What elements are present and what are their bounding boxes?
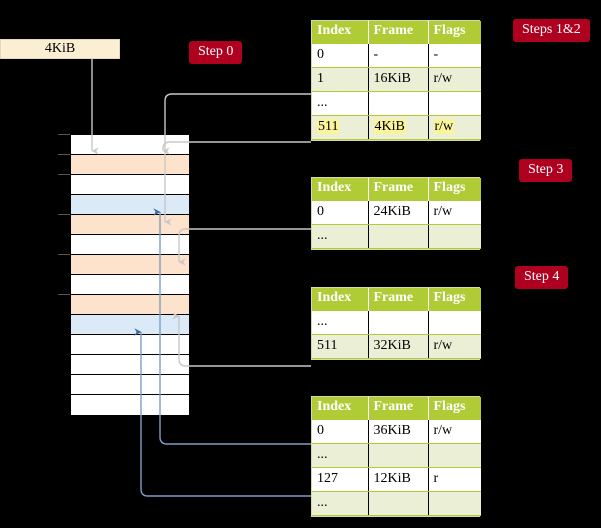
page-table-cell-index: ... bbox=[312, 490, 369, 516]
table-row: ... bbox=[312, 90, 481, 116]
page-table-cell-flags: r bbox=[428, 466, 481, 492]
memory-cell bbox=[71, 155, 189, 175]
page-table-cell-frame bbox=[368, 442, 429, 468]
column-header-frame: Frame bbox=[368, 178, 429, 200]
page-table-cell-flags bbox=[428, 223, 481, 249]
page-table-cell-flags: r/w bbox=[428, 114, 481, 140]
memory-tick-mark bbox=[58, 174, 70, 175]
page-table-cell-index: 0 bbox=[312, 42, 369, 68]
table-row: 0-- bbox=[312, 42, 481, 68]
column-header-flags: Flags bbox=[428, 21, 481, 43]
source-frame-label: 4KiB bbox=[44, 41, 76, 56]
page-table-cell-index: ... bbox=[312, 90, 369, 116]
memory-cell bbox=[71, 175, 189, 195]
column-header-index: Index bbox=[312, 21, 369, 43]
page-table-cell-index: 511 bbox=[312, 114, 369, 140]
page-table-cell-index: 0 bbox=[312, 199, 369, 225]
page-table-cell-index: 511 bbox=[312, 333, 369, 359]
page-table-cell-index: 1 bbox=[312, 66, 369, 92]
page-table-cell-frame bbox=[368, 490, 429, 516]
page-table-cell-index: ... bbox=[312, 223, 369, 249]
page-table-cell-flags bbox=[428, 309, 481, 335]
badge-step-4: Step 4 bbox=[515, 266, 569, 289]
page-table-cell-flags: - bbox=[428, 42, 481, 68]
page-table-cell-index: ... bbox=[312, 442, 369, 468]
page-table-cell-flags: r/w bbox=[428, 333, 481, 359]
page-table-cell-frame: - bbox=[368, 42, 429, 68]
page-table-cell-frame bbox=[368, 309, 429, 335]
page-table-cell-frame: 24KiB bbox=[368, 199, 429, 225]
memory-tick-mark bbox=[58, 214, 70, 215]
badge-step-0: Step 0 bbox=[189, 41, 243, 64]
memory-cell bbox=[71, 135, 189, 155]
page-table-cell-flags: r/w bbox=[428, 199, 481, 225]
page-table-cell-frame: 16KiB bbox=[368, 66, 429, 92]
page-table-cell-index: 0 bbox=[312, 418, 369, 444]
page-table-cell-frame: 4KiB bbox=[368, 114, 429, 140]
column-header-index: Index bbox=[312, 397, 369, 419]
page-table-cell-frame: 36KiB bbox=[368, 418, 429, 444]
column-header-flags: Flags bbox=[428, 178, 481, 200]
badge-step-3: Step 3 bbox=[519, 159, 573, 182]
page-table-cell-flags: r/w bbox=[428, 418, 481, 444]
page-table-cell-frame bbox=[368, 223, 429, 249]
page-table-cell-frame bbox=[368, 90, 429, 116]
column-header-flags: Flags bbox=[428, 397, 481, 419]
page-table-cell-flags bbox=[428, 490, 481, 516]
memory-tick-mark bbox=[58, 154, 70, 155]
badge-steps-1-2: Steps 1&2 bbox=[513, 19, 590, 42]
column-header-index: Index bbox=[312, 288, 369, 310]
page-table-cell-flags bbox=[428, 442, 481, 468]
table-row: ... bbox=[312, 442, 481, 468]
column-header-frame: Frame bbox=[368, 397, 429, 419]
column-header-frame: Frame bbox=[368, 21, 429, 43]
memory-tick-mark bbox=[58, 134, 70, 135]
memory-tick-mark bbox=[58, 294, 70, 295]
source-frame-box: 4KiB bbox=[0, 39, 120, 59]
page-table-cell-index: 127 bbox=[312, 466, 369, 492]
column-header-index: Index bbox=[312, 178, 369, 200]
memory-tick-mark bbox=[58, 254, 70, 255]
column-header-frame: Frame bbox=[368, 288, 429, 310]
column-header-flags: Flags bbox=[428, 288, 481, 310]
page-table-cell-frame: 32KiB bbox=[368, 333, 429, 359]
table-row: ... bbox=[312, 309, 481, 335]
table-row: ... bbox=[312, 223, 481, 249]
table-row: ... bbox=[312, 490, 481, 516]
page-table-cell-frame: 12KiB bbox=[368, 466, 429, 492]
page-table-cell-flags bbox=[428, 90, 481, 116]
page-table-cell-index: ... bbox=[312, 309, 369, 335]
page-table-cell-flags: r/w bbox=[428, 66, 481, 92]
